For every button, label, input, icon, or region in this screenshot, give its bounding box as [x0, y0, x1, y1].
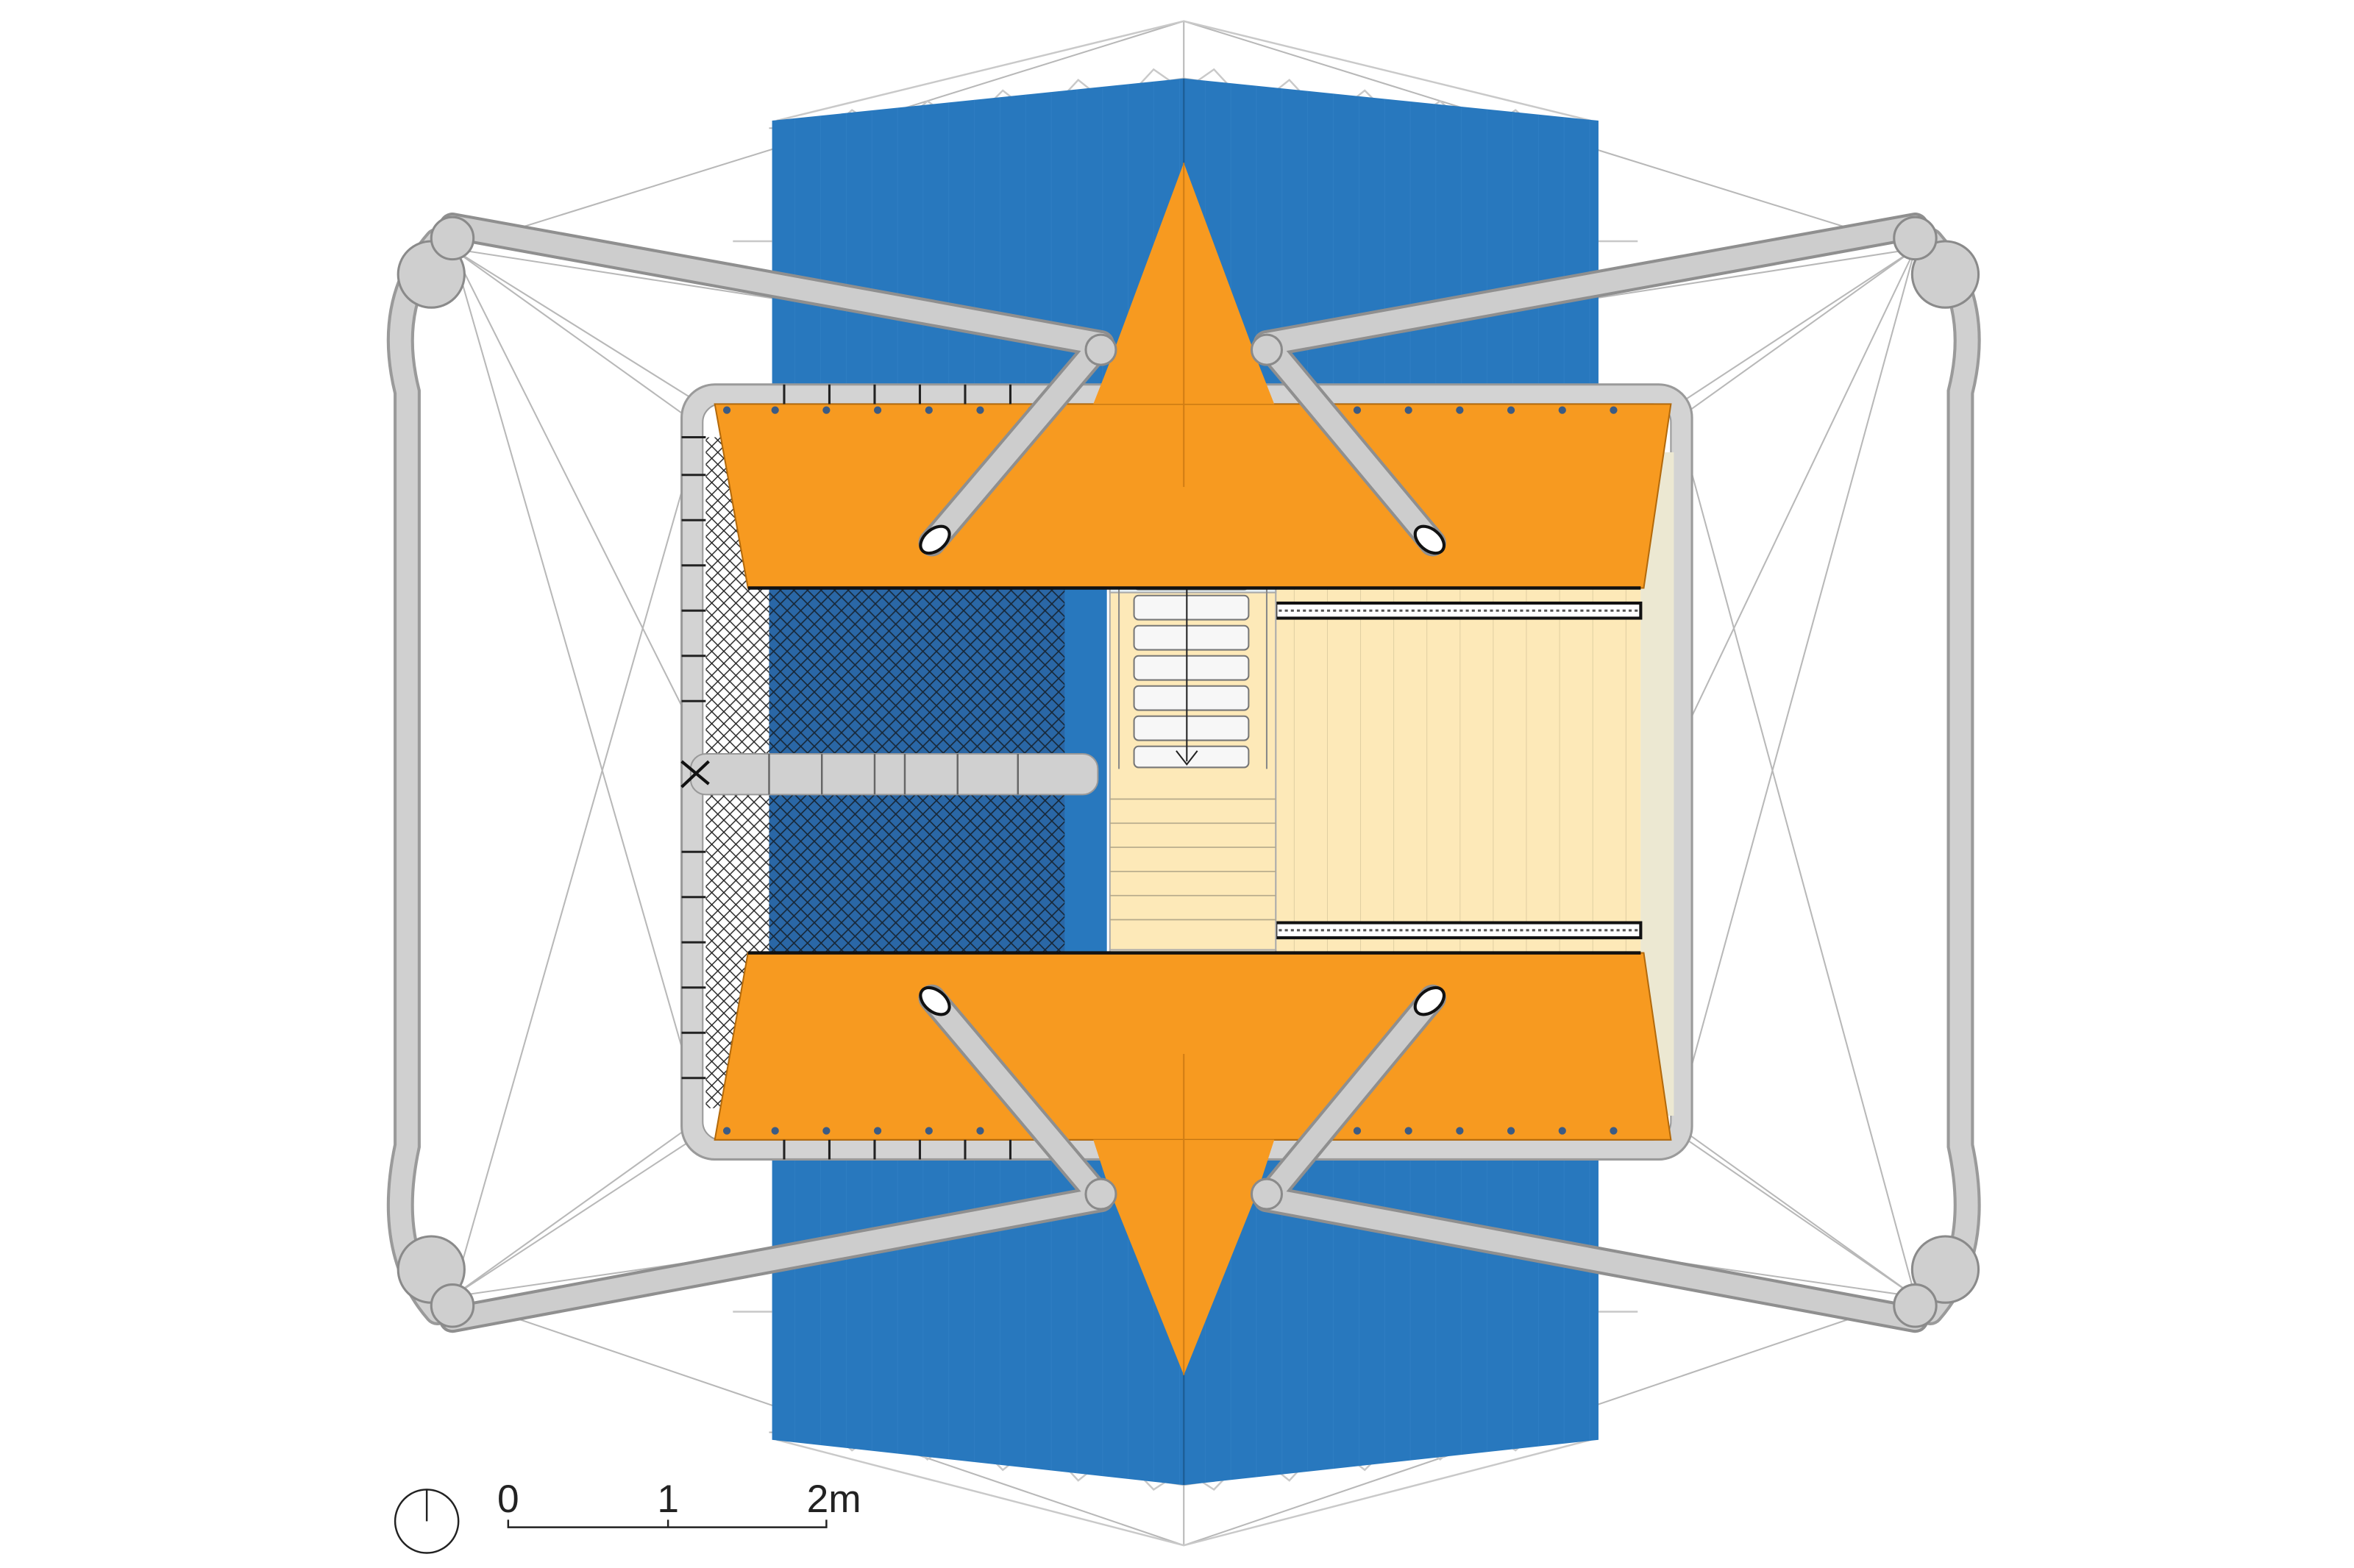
strut-feet — [919, 524, 1446, 1016]
scale-label-one: 1 — [657, 1478, 679, 1521]
corner-hubs — [397, 215, 1980, 1328]
edge-eyelets — [722, 406, 1618, 1135]
scale-label-zero: 0 — [497, 1478, 519, 1521]
main-struts — [438, 213, 1929, 1333]
north-arrow-icon — [394, 1489, 460, 1554]
side-ties — [733, 240, 1638, 1313]
scale-label-two-metres: 2m — [807, 1478, 861, 1521]
scale-bar: 0 1 2m — [497, 1478, 861, 1528]
center-beam — [680, 752, 1099, 796]
frame-ticks — [681, 384, 1012, 1160]
timber-deck — [1274, 452, 1674, 1116]
blue-net-panels — [769, 588, 1107, 953]
